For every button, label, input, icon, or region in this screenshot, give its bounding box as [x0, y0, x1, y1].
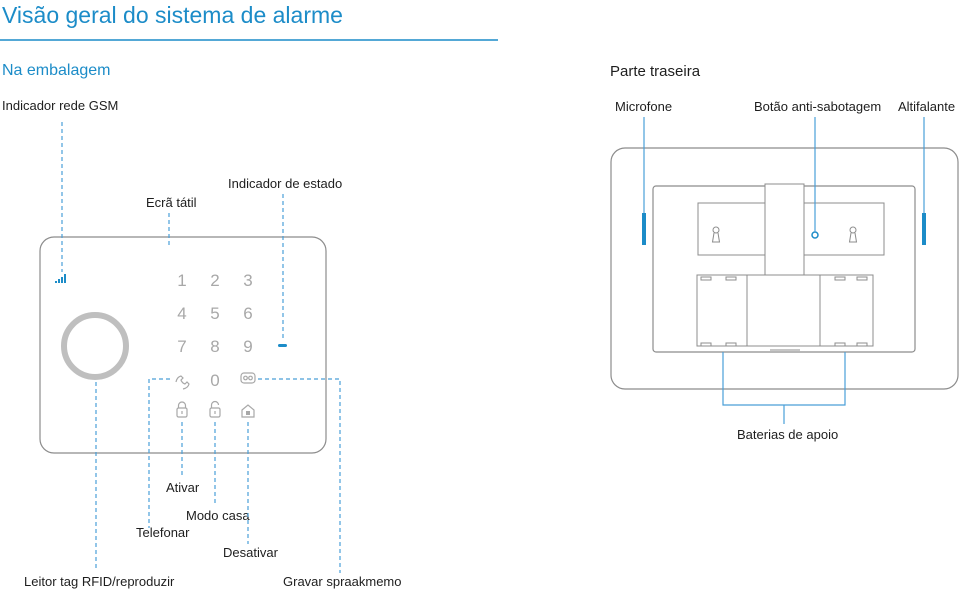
leader-call	[148, 378, 170, 528]
rfid-reader-ring	[61, 312, 129, 380]
back-heading: Parte traseira	[610, 63, 701, 80]
key-7[interactable]: 7	[177, 337, 186, 356]
microphone-slot	[642, 213, 646, 245]
label-record-memo: Gravar spraakmemo	[283, 574, 402, 589]
label-tamper-button: Botão anti-sabotagem	[754, 99, 882, 114]
lock-icon[interactable]	[176, 401, 188, 418]
key-5[interactable]: 5	[210, 304, 219, 323]
key-9[interactable]: 9	[243, 337, 252, 356]
bracket-center-plate	[764, 183, 805, 277]
front-panel	[39, 236, 327, 454]
page-title: Visão geral do sistema de alarme	[2, 2, 343, 28]
label-rfid-reader: Leitor tag RFID/reproduzir	[24, 574, 175, 589]
unlock-icon[interactable]	[209, 400, 221, 418]
keyhole-icon	[848, 226, 858, 243]
voicemail-icon[interactable]	[240, 372, 256, 384]
front-heading: Na embalagem	[2, 62, 111, 79]
label-backup-batteries: Baterias de apoio	[737, 427, 839, 442]
key-3[interactable]: 3	[243, 271, 252, 290]
label-call: Telefonar	[136, 525, 190, 540]
label-disarm: Desativar	[223, 545, 278, 560]
leader-record	[258, 378, 341, 573]
key-6[interactable]: 6	[243, 304, 252, 323]
gsm-signal-icon	[55, 274, 66, 283]
keyhole-icon	[711, 226, 721, 243]
key-2[interactable]: 2	[210, 271, 219, 290]
label-touch-screen: Ecrã tátil	[146, 195, 197, 210]
label-arm: Ativar	[166, 480, 200, 495]
key-1[interactable]: 1	[177, 271, 186, 290]
speaker-slot	[922, 213, 926, 245]
label-speaker: Altifalante	[898, 99, 956, 114]
label-home-mode: Modo casa	[186, 508, 250, 523]
key-0[interactable]: 0	[210, 371, 219, 390]
key-4[interactable]: 4	[177, 304, 186, 323]
home-lock-icon[interactable]	[241, 404, 255, 418]
phone-icon[interactable]	[175, 375, 190, 390]
label-status-indicator: Indicador de estado	[228, 176, 343, 191]
label-microphone: Microfone	[615, 99, 673, 114]
key-8[interactable]: 8	[210, 337, 219, 356]
battery-compartment	[696, 274, 874, 351]
label-gsm-indicator: Indicador rede GSM	[2, 98, 119, 113]
status-indicator-led	[278, 344, 287, 347]
